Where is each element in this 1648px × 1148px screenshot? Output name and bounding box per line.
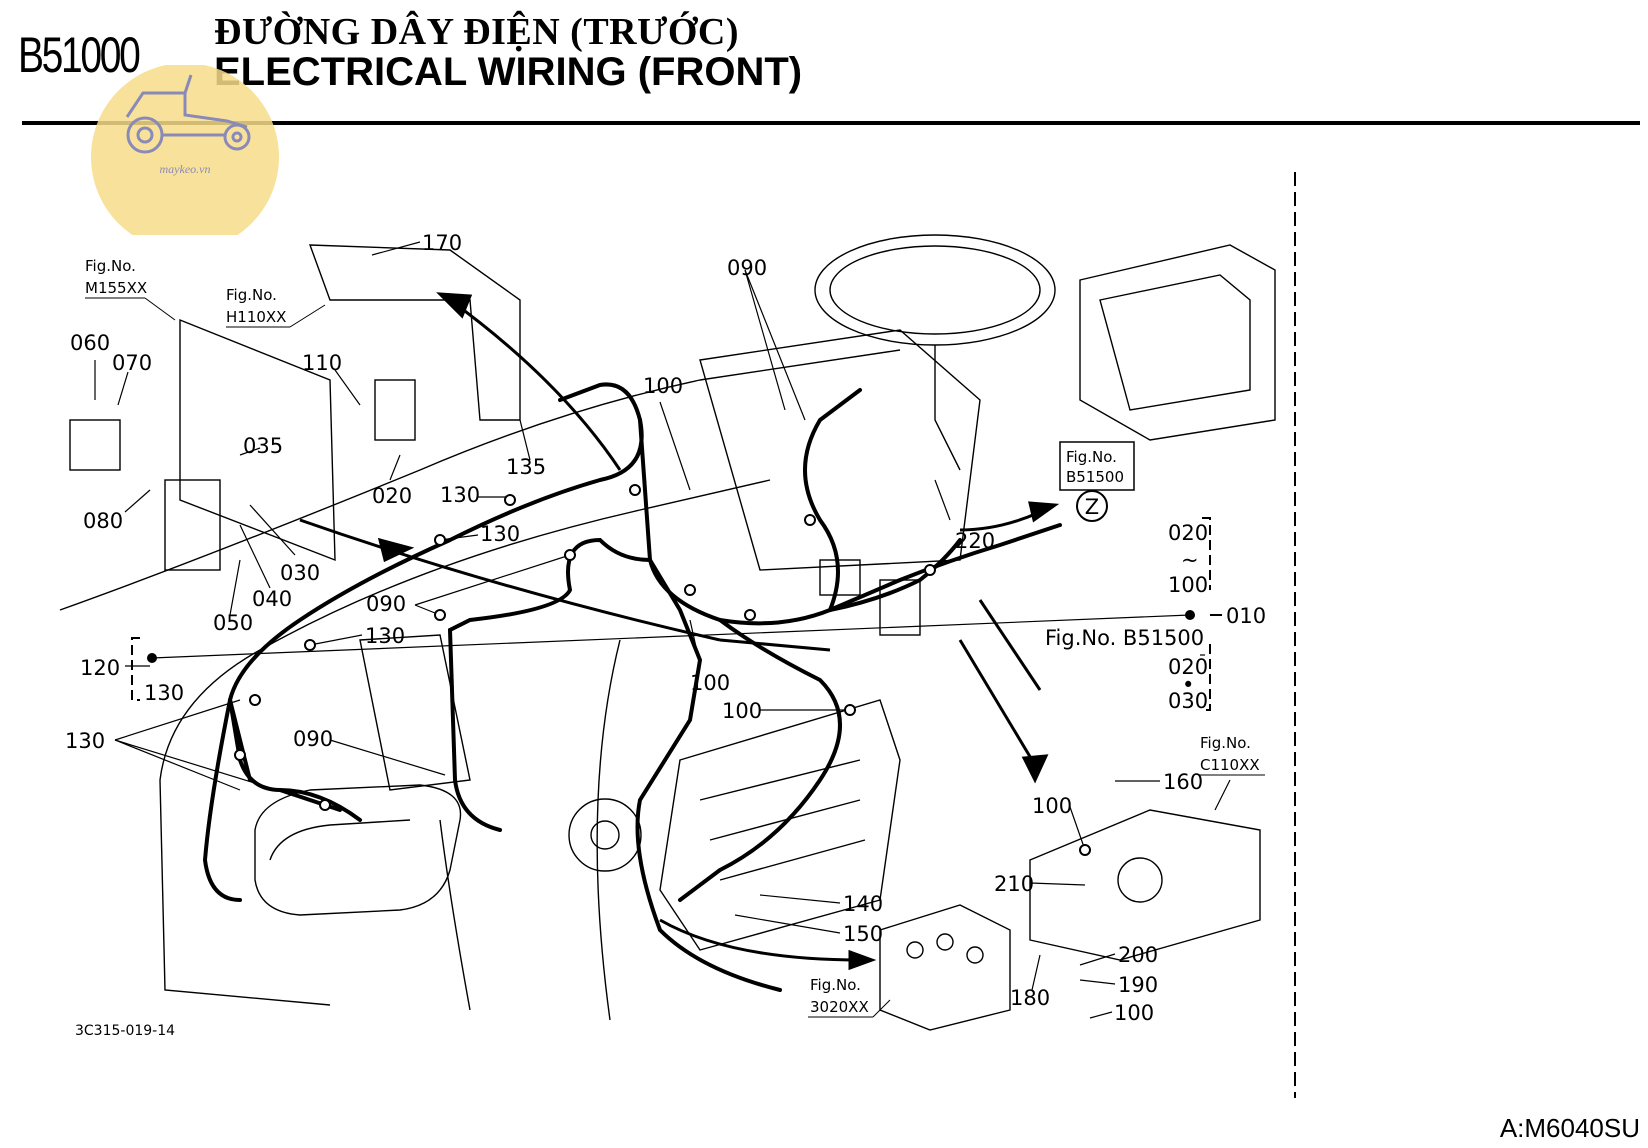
callout-150: 150 — [843, 922, 883, 946]
fig-ref-b51500-line1: Fig.No. — [1066, 448, 1117, 466]
title-english: ELECTRICAL WIRING (FRONT) — [214, 50, 803, 94]
model-code: A:M6040SU — [1499, 1113, 1640, 1143]
range-2-to: 030 — [1168, 689, 1208, 713]
range-1-from: 020 — [1168, 521, 1208, 545]
callout-140: 140 — [843, 892, 883, 916]
fig-ref-b51500-inline: Fig.No. B51500 — [1045, 626, 1204, 650]
callout-030: 030 — [280, 561, 320, 585]
callout-050: 050 — [213, 611, 253, 635]
callout-060: 060 — [70, 331, 110, 355]
callout-090-mid: 090 — [366, 592, 406, 616]
callout-100-top: 100 — [643, 374, 683, 398]
fig-ref-3020-line1: Fig.No. — [810, 976, 861, 994]
callout-070: 070 — [112, 351, 152, 375]
range-1-sep: ~ — [1181, 548, 1199, 572]
section-code: B51000 — [18, 27, 141, 83]
callout-160: 160 — [1163, 770, 1203, 794]
range-bracket — [131, 517, 1222, 711]
header-rule — [22, 121, 1640, 125]
callout-120: 120 — [80, 656, 120, 680]
fig-ref-m155: Fig.No. M155XX — [85, 257, 176, 321]
fig-ref-h110: Fig.No. H110XX — [226, 286, 326, 328]
fig-ref-c110: Fig.No. C110XX — [1198, 734, 1265, 776]
callout-130-d: 130 — [144, 681, 184, 705]
range-2-sep: • — [1182, 673, 1194, 697]
fig-ref-3020: Fig.No. 3020XX — [808, 976, 891, 1018]
fig-ref-3020-line2: 3020XX — [810, 998, 869, 1016]
callout-180: 180 — [1010, 986, 1050, 1010]
direction-arrows — [299, 292, 1060, 971]
callout-100-bot: 100 — [1114, 1001, 1154, 1025]
callout-130-b: 130 — [480, 522, 520, 546]
callout-130-left: 130 — [65, 729, 105, 753]
fig-ref-m155-line2: M155XX — [85, 279, 147, 297]
callout-090-low: 090 — [293, 727, 333, 751]
fig-ref-c110-line1: Fig.No. — [1200, 734, 1251, 752]
callout-135: 135 — [506, 455, 546, 479]
callout-190: 190 — [1118, 973, 1158, 997]
fig-ref-b51500-line2: B51500 — [1066, 468, 1124, 486]
harness-clamps — [234, 484, 1091, 856]
page-header: B51000 ĐƯỜNG DÂY ĐIỆN (TRƯỚC) ELECTRICAL… — [0, 0, 1648, 125]
svg-text:maykeo.vn: maykeo.vn — [160, 162, 211, 176]
callout-110: 110 — [302, 351, 342, 375]
callout-010: 010 — [1226, 604, 1266, 628]
leader-lines — [94, 241, 1231, 1019]
callout-080: 080 — [83, 509, 123, 533]
callout-200: 200 — [1118, 943, 1158, 967]
callout-130-c: 130 — [365, 624, 405, 648]
range-1-to: 100 — [1168, 573, 1208, 597]
fig-ref-m155-line1: Fig.No. — [85, 257, 136, 275]
fig-ref-c110-line2: C110XX — [1200, 756, 1260, 774]
callout-020: 020 — [372, 484, 412, 508]
callout-040: 040 — [252, 587, 292, 611]
callout-100-mid: 100 — [690, 671, 730, 695]
fig-ref-h110-line1: Fig.No. — [226, 286, 277, 304]
maykeo-logo-watermark: maykeo.vn — [91, 65, 279, 235]
callout-220: 220 — [955, 529, 995, 553]
callout-090-top: 090 — [727, 256, 767, 280]
fig-ref-b51500: Fig.No. B51500 — [1059, 441, 1135, 491]
tractor-outline — [59, 234, 1276, 1031]
callout-170: 170 — [422, 231, 462, 255]
callout-100-r: 100 — [1032, 794, 1072, 818]
illustration-id: 3C315-019-14 — [75, 1023, 175, 1039]
detail-z-marker — [1076, 490, 1108, 522]
detail-z-label: Z — [1085, 495, 1099, 519]
part-callouts: 170 090 060 070 110 100 035 135 020 130 … — [65, 231, 1266, 1025]
range-2-from: 020 — [1168, 655, 1208, 679]
fig-ref-h110-line2: H110XX — [226, 308, 286, 326]
callout-130-a: 130 — [440, 483, 480, 507]
title-vietnamese: ĐƯỜNG DÂY ĐIỆN (TRƯỚC) — [214, 11, 740, 53]
wiring-diagram: Z Fig.No. M155XX Fig.No. H110XX Fig.No. … — [59, 172, 1296, 1098]
callout-035: 035 — [243, 434, 283, 458]
callout-210: 210 — [994, 872, 1034, 896]
callout-100-b: 100 — [722, 699, 762, 723]
